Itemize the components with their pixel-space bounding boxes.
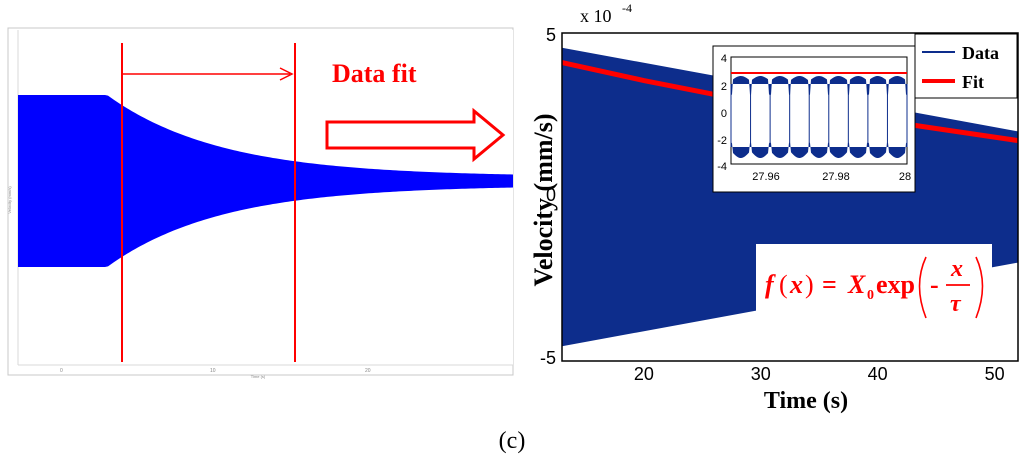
formula-lhs-open-paren: ( xyxy=(779,270,788,299)
formula-lhs-x: x xyxy=(789,270,803,299)
left-y-axis-label: Velocity (mm/s) xyxy=(7,186,12,214)
legend-fit-label: Fit xyxy=(962,72,984,92)
inset-x-tick-27.96: 27.96 xyxy=(752,171,780,183)
left-panel: Data fit 0 10 20 Time (s) Velocity (mm/s… xyxy=(7,27,514,379)
formula-exp: exp xyxy=(876,270,915,299)
right-exponent-label: x 10 xyxy=(580,6,612,26)
inset-y-tick-4: 4 xyxy=(721,53,727,65)
inset-y-tick-0: 0 xyxy=(721,108,727,120)
left-annotation: Data fit xyxy=(332,59,417,88)
inset-x-tick-28: 28 xyxy=(899,171,911,183)
right-plot-frame xyxy=(561,32,1019,362)
formula-equals: = xyxy=(822,270,837,299)
inset-x-tick-27.98: 27.98 xyxy=(822,171,850,183)
legend-data-label: Data xyxy=(962,43,999,63)
left-x-tick-0: 0 xyxy=(60,368,63,374)
left-x-axis-label: Time (s) xyxy=(251,374,266,379)
formula-denominator: τ xyxy=(950,291,962,317)
formula-minus: - xyxy=(930,270,939,299)
right-legend: Data Fit xyxy=(914,33,1018,99)
formula-lhs-f: f xyxy=(765,270,776,299)
left-x-tick-2: 20 xyxy=(365,368,371,374)
left-big-arrow xyxy=(325,107,506,163)
inset-y-tick-neg4: -4 xyxy=(717,161,727,173)
formula-numerator: x xyxy=(950,256,963,282)
right-x-ticks: 20 30 40 50 xyxy=(634,364,1005,384)
formula-x0-sub: 0 xyxy=(867,288,874,303)
figure-caption: (c) xyxy=(499,428,526,454)
right-x-tick-40: 40 xyxy=(868,364,888,384)
right-exponent-power: -4 xyxy=(622,1,632,15)
inset-data-band xyxy=(731,76,907,158)
right-y-axis-label: Velocity (mm/s) xyxy=(529,113,558,286)
left-signal-envelope xyxy=(18,95,513,267)
right-x-tick-50: 50 xyxy=(985,364,1005,384)
right-formula: f ( x ) = X 0 exp - x τ xyxy=(756,244,992,324)
formula-big-open-paren xyxy=(918,256,927,319)
right-y-tick-neg5: -5 xyxy=(540,348,556,368)
left-x-tick-1: 10 xyxy=(210,368,216,374)
left-fit-window-arrowhead xyxy=(279,67,294,81)
formula-big-close-paren xyxy=(975,256,984,319)
formula-background xyxy=(756,244,992,324)
right-y-tick-5: 5 xyxy=(546,25,556,45)
right-inset: 4 2 0 -2 -4 27.96 27.98 28 xyxy=(712,45,916,193)
inset-y-tick-neg2: -2 xyxy=(717,135,727,147)
right-x-tick-20: 20 xyxy=(634,364,654,384)
right-y-tick-0: 0 xyxy=(546,185,556,205)
formula-lhs-close-paren: ) xyxy=(805,270,814,299)
inset-plot-area xyxy=(730,56,908,165)
right-x-axis-label: Time (s) xyxy=(764,388,848,414)
right-x-tick-30: 30 xyxy=(751,364,771,384)
inset-y-tick-2: 2 xyxy=(721,81,727,93)
formula-x0: X xyxy=(847,270,866,299)
